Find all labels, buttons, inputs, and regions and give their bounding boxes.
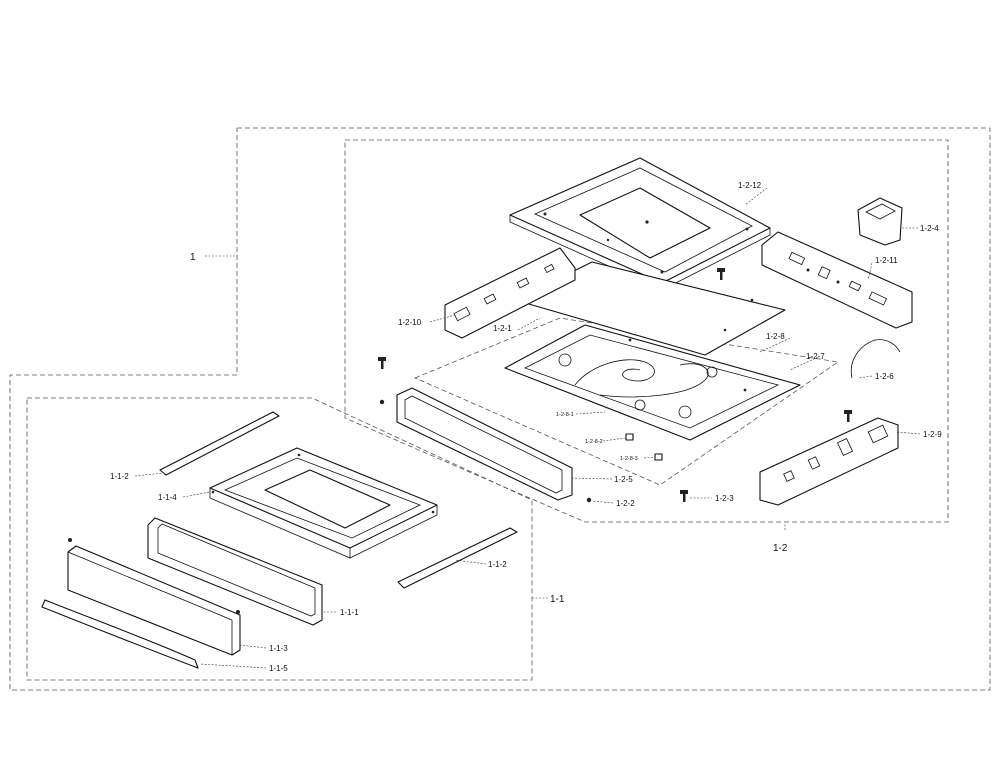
screw-icon <box>844 410 852 422</box>
part-1-1-5-handle <box>41 599 199 669</box>
leader-lines <box>134 187 921 669</box>
label-1-2-11: 1-2-11 <box>875 256 898 265</box>
screw-icon <box>717 268 725 280</box>
screw-icon <box>236 610 240 614</box>
boundary-group-1-1 <box>26 397 533 681</box>
label-1-1-1: 1-1-1 <box>340 608 359 617</box>
part-1-2-5-front-frame <box>396 387 573 501</box>
label-1-2-6: 1-2-6 <box>875 372 894 381</box>
label-1-2-5: 1-2-5 <box>614 475 633 484</box>
part-1-1-1-front-frame <box>147 517 323 626</box>
label-1-2-1: 1-2-1 <box>493 324 512 333</box>
part-1-2-8-3-clip <box>654 453 663 461</box>
part-labels: 1-2-12 1-2-4 1-2-11 1-2-10 1-2-1 1-2-8 1… <box>110 181 942 673</box>
screw-icon <box>378 357 386 369</box>
group-1-2-parts <box>378 157 913 506</box>
label-1-2-8-2: 1-2-8-2 <box>585 439 603 445</box>
screw-icon <box>379 399 385 405</box>
part-1-2-9-side-panel <box>759 417 899 506</box>
label-1-2-2: 1-2-2 <box>616 499 635 508</box>
label-group-1-1: 1-1 <box>550 594 565 605</box>
label-1-2-8-3: 1-2-8-3 <box>620 456 638 462</box>
label-1-2-10: 1-2-10 <box>398 318 422 327</box>
label-1-2-9: 1-2-9 <box>923 430 942 439</box>
label-1-1-5: 1-1-5 <box>269 664 288 673</box>
assembly-boundaries <box>9 127 991 691</box>
screws <box>378 268 852 503</box>
group-labels: 1 1-2 1-1 <box>190 252 788 605</box>
label-1-2-7: 1-2-7 <box>806 352 825 361</box>
label-1-2-8-1: 1-2-8-1 <box>556 412 574 418</box>
label-group-1-2: 1-2 <box>773 543 788 554</box>
part-1-2-11-rear-panel <box>761 231 913 329</box>
part-1-2-10-left-bracket <box>444 247 576 339</box>
screw-icon <box>68 538 72 542</box>
label-group-1: 1 <box>190 252 196 263</box>
part-1-1-3-front-panel <box>67 545 241 656</box>
label-1-1-4: 1-1-4 <box>158 493 177 502</box>
screw-icon <box>586 497 592 503</box>
boundary-group-1 <box>9 127 991 691</box>
part-1-2-4-bracket <box>857 197 903 246</box>
part-1-1-4-drawer <box>209 447 438 559</box>
group-1-1-parts <box>41 411 518 669</box>
label-1-2-8: 1-2-8 <box>766 332 785 341</box>
label-1-2-3: 1-2-3 <box>715 494 734 503</box>
label-1-1-2-upper: 1-1-2 <box>110 472 129 481</box>
part-1-2-12-top-plate <box>509 157 771 291</box>
boundary-1-2-8 <box>413 317 840 486</box>
screw-icon <box>680 490 688 502</box>
part-1-1-2-rail-upper <box>159 411 280 476</box>
part-1-2-6-wire <box>850 339 901 379</box>
part-1-1-2-rail-lower <box>397 527 518 589</box>
label-1-2-4: 1-2-4 <box>920 224 939 233</box>
part-1-2-8-2-clip <box>625 433 634 441</box>
label-1-2-12: 1-2-12 <box>738 181 762 190</box>
part-1-2-8-bottom-plate <box>504 324 801 441</box>
label-1-1-2-lower: 1-1-2 <box>488 560 507 569</box>
label-1-1-3: 1-1-3 <box>269 644 288 653</box>
